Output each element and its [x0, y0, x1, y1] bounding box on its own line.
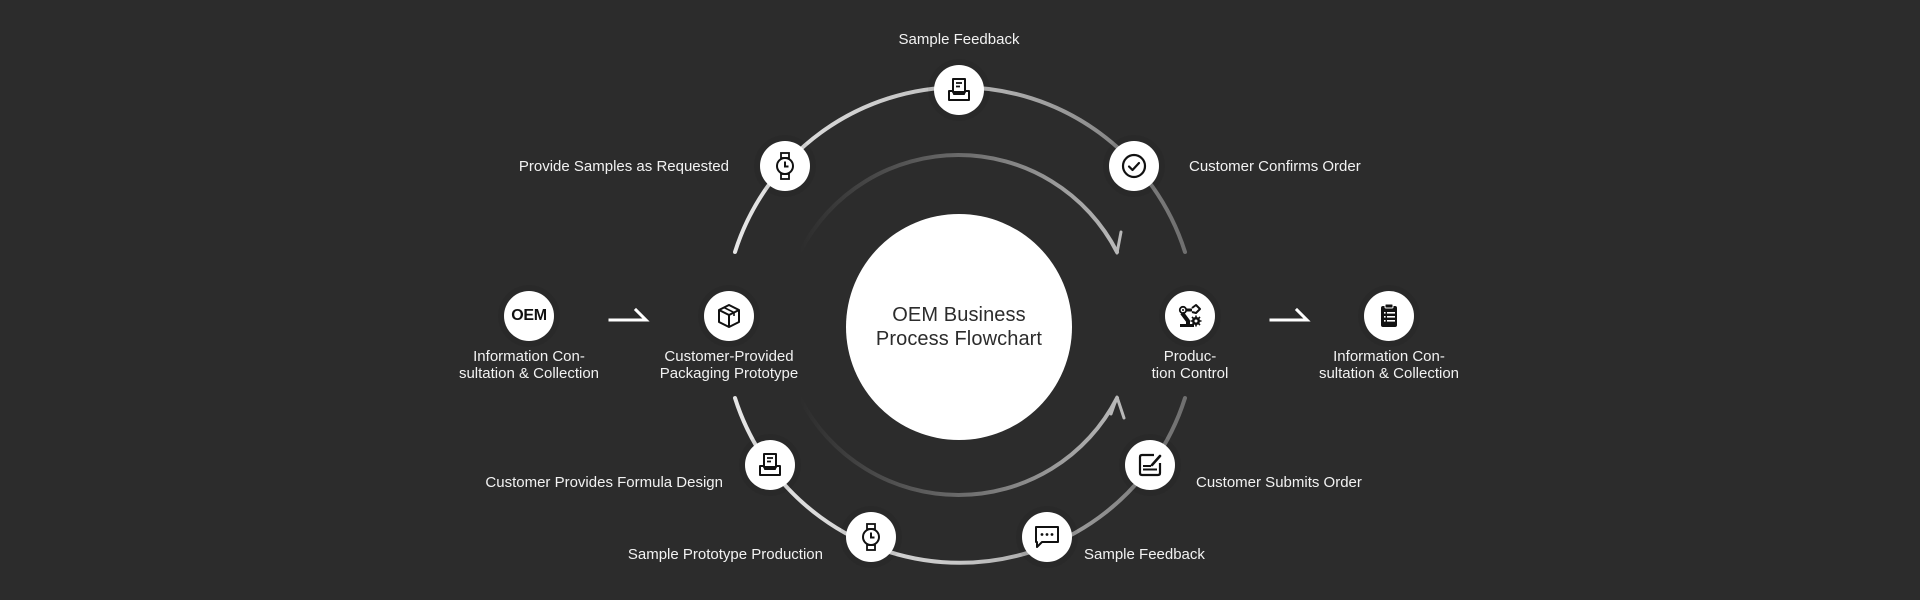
inner-top-arrowhead: [1106, 230, 1123, 255]
cycle-node-provide-samples[interactable]: [760, 141, 810, 191]
cycle-node-sample-feedback-top[interactable]: [934, 65, 984, 115]
watch-icon: [776, 152, 794, 180]
inbox-document-icon: [948, 78, 970, 101]
chat-bubble-icon: [1035, 526, 1059, 548]
oem-badge-icon: OEM: [511, 307, 547, 324]
cycle-label-sample-feedback-top: Sample Feedback: [898, 31, 1020, 48]
cycle-node-formula-design[interactable]: [745, 440, 795, 490]
clipboard-icon: [1381, 303, 1397, 327]
flow-arrow-icon: [608, 307, 650, 322]
inner-top-arrow-arc: [798, 153, 1119, 254]
flow-arrow-icon: [1269, 307, 1311, 322]
label-line: Customer-Provided: [664, 348, 794, 365]
step-label-information-consultation: Information Con- sultation & Collection: [454, 348, 604, 382]
label-line: tion Control: [1151, 365, 1229, 382]
box-icon: [718, 304, 740, 328]
inner-bottom-arrowhead: [1109, 395, 1126, 420]
check-circle-icon: [1121, 153, 1147, 179]
chart-title: OEM Business Process Flowchart: [875, 304, 1043, 350]
cycle-label-prototype-production: Sample Prototype Production: [627, 546, 823, 563]
label-line: sultation & Collection: [458, 365, 600, 382]
label-line: Produc-: [1163, 348, 1217, 365]
label-line: sultation & Collection: [1318, 365, 1460, 382]
step-label-packaging-prototype: Customer-Provided Packaging Prototype: [649, 348, 809, 382]
cycle-node-sample-feedback-bottom[interactable]: [1022, 512, 1072, 562]
cycle-label-sample-feedback-bottom: Sample Feedback: [1084, 546, 1205, 563]
step-node-packaging-prototype[interactable]: [704, 291, 754, 341]
step-node-information-collection-final[interactable]: [1364, 291, 1414, 341]
label-line: Information Con-: [1333, 348, 1445, 365]
center-title-circle: OEM Business Process Flowchart: [846, 214, 1072, 440]
step-node-information-consultation[interactable]: OEM: [504, 291, 554, 341]
watch-icon: [862, 523, 880, 551]
edit-document-icon: [1138, 453, 1162, 477]
cycle-node-confirms-order[interactable]: [1109, 141, 1159, 191]
cycle-node-prototype-production[interactable]: [846, 512, 896, 562]
inner-bottom-arrow-arc: [798, 396, 1119, 497]
cycle-label-submits-order: Customer Submits Order: [1196, 474, 1362, 491]
cycle-label-confirms-order: Customer Confirms Order: [1189, 158, 1361, 175]
label-line: Information Con-: [473, 348, 585, 365]
step-node-production-control[interactable]: [1165, 291, 1215, 341]
inbox-document-icon: [759, 453, 781, 476]
robot-arm-icon: [1178, 304, 1202, 327]
cycle-node-submits-order[interactable]: [1125, 440, 1175, 490]
step-label-information-collection-final: Information Con- sultation & Collection: [1314, 348, 1464, 382]
cycle-label-provide-samples: Provide Samples as Requested: [518, 158, 729, 175]
cycle-label-formula-design: Customer Provides Formula Design: [485, 474, 723, 491]
label-line: Packaging Prototype: [659, 365, 799, 382]
step-label-production-control: Produc- tion Control: [1120, 348, 1260, 382]
